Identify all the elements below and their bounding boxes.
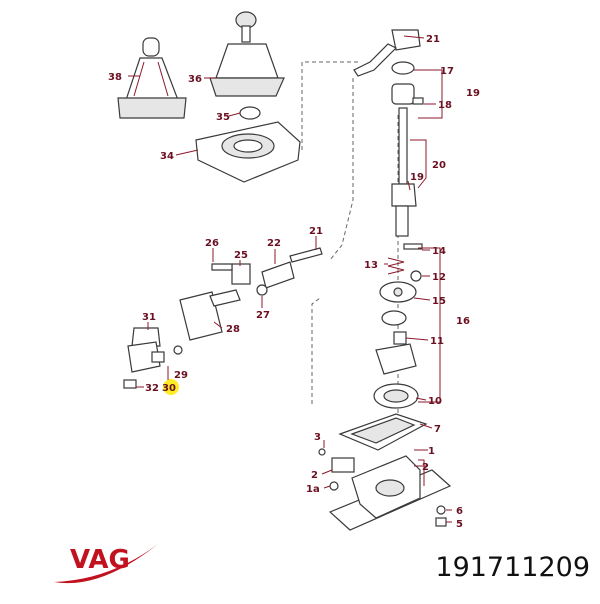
vag-logo-swoosh xyxy=(54,544,158,584)
callout-14: 14 xyxy=(432,246,446,257)
ring-part xyxy=(239,106,261,120)
bolt-part xyxy=(435,517,447,527)
leader-line xyxy=(415,397,427,401)
callout-5: 5 xyxy=(456,519,463,530)
callout-12: 12 xyxy=(432,272,446,283)
leader-line xyxy=(407,180,411,191)
washer-part xyxy=(436,505,446,515)
callout-32: 32 xyxy=(145,383,159,394)
callout-19-lower: 19 xyxy=(410,172,424,183)
callout-6: 6 xyxy=(456,506,463,517)
callout-30: 30 xyxy=(162,383,176,394)
callout-19-upper: 19 xyxy=(466,88,480,99)
callout-11: 11 xyxy=(430,336,444,347)
callout-2-right: 2 xyxy=(422,462,429,473)
assembly-dashed-line xyxy=(311,297,321,404)
callout-3: 3 xyxy=(314,432,321,443)
bolt-part xyxy=(318,448,326,456)
group-brace xyxy=(418,247,441,403)
leader-line xyxy=(228,112,241,117)
shift-lever-top-part xyxy=(353,29,421,77)
callout-29: 29 xyxy=(174,370,188,381)
nut-part xyxy=(329,481,339,491)
callout-10: 10 xyxy=(428,396,442,407)
callout-15: 15 xyxy=(432,296,446,307)
callout-22: 22 xyxy=(267,238,281,249)
lever-housing-part xyxy=(373,331,419,409)
leader-line xyxy=(413,297,431,301)
vag-logo: VAG xyxy=(54,544,158,584)
ring-part xyxy=(391,61,415,75)
nut-part xyxy=(410,270,422,282)
part-number: 191711209 xyxy=(435,552,590,583)
callout-34: 34 xyxy=(160,151,174,162)
callout-27: 27 xyxy=(256,310,270,321)
callout-16: 16 xyxy=(456,316,470,327)
callout-28: 28 xyxy=(226,324,240,335)
callout-25: 25 xyxy=(234,250,248,261)
gasket-part xyxy=(338,413,428,451)
group-brace xyxy=(418,459,425,486)
callout-1: 1 xyxy=(428,446,435,457)
pin-part xyxy=(403,243,423,250)
callout-31: 31 xyxy=(142,312,156,323)
assembly-dashed-line xyxy=(301,61,358,150)
vag-logo-text: VAG xyxy=(70,545,130,575)
gear-boot-part xyxy=(117,37,187,119)
console-plate-part xyxy=(195,121,301,183)
leader-line xyxy=(323,485,331,489)
callout-26: 26 xyxy=(205,238,219,249)
selector-bracket-part xyxy=(379,281,417,303)
callout-2-left: 2 xyxy=(311,470,318,481)
base-housing-part xyxy=(328,455,452,531)
leader-line xyxy=(405,337,429,341)
callout-21-mid: 21 xyxy=(309,226,323,237)
bushing-part xyxy=(391,83,424,105)
assembly-dashed-line xyxy=(329,78,354,261)
highlighted-part-marker xyxy=(163,379,179,395)
shift-shaft-part xyxy=(391,107,417,237)
group-brace xyxy=(410,139,427,189)
callout-18: 18 xyxy=(438,100,452,111)
callout-7: 7 xyxy=(434,424,441,435)
leader-line xyxy=(213,321,223,329)
selector-bracket-part xyxy=(179,289,241,341)
callout-17: 17 xyxy=(440,66,454,77)
leader-line xyxy=(403,35,425,39)
spring-part xyxy=(387,257,405,275)
callout-36: 36 xyxy=(188,74,202,85)
leader-line xyxy=(175,149,199,156)
leader-line xyxy=(321,469,333,475)
clip-part xyxy=(331,457,355,473)
selector-block-part xyxy=(123,327,183,389)
gear-knob-cover-part xyxy=(209,11,285,97)
callout-1a: 1a xyxy=(306,484,320,495)
callout-35: 35 xyxy=(216,112,230,123)
ring-part xyxy=(381,310,407,326)
callout-20: 20 xyxy=(432,160,446,171)
linkage-rod-part xyxy=(211,247,323,296)
leader-line xyxy=(419,423,433,429)
callout-21-top: 21 xyxy=(426,34,440,45)
callout-13: 13 xyxy=(364,260,378,271)
callout-38: 38 xyxy=(108,72,122,83)
